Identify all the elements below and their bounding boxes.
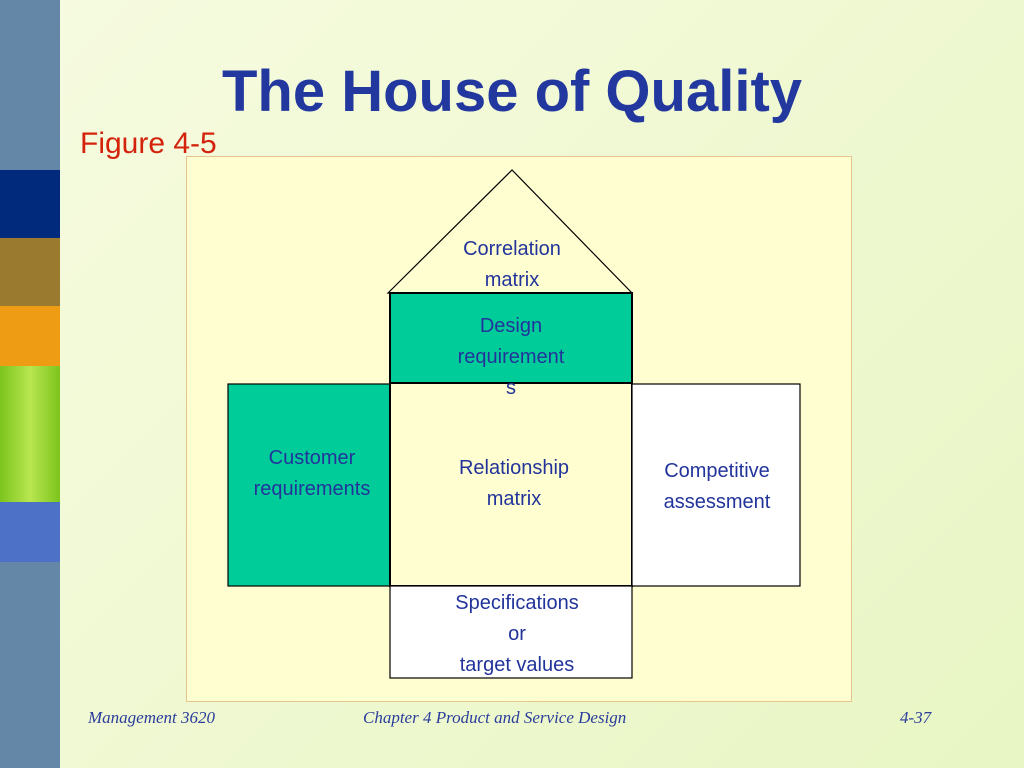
slide-title: The House of Quality	[221, 59, 803, 124]
competitive-assessment-box	[631, 383, 801, 587]
stripe-green	[0, 366, 60, 502]
specifications-label: Specifications or target values	[455, 592, 579, 676]
stripe-blue	[0, 502, 60, 562]
stripe-orange	[0, 306, 60, 366]
footer-course: Management 3620	[88, 708, 216, 727]
competitive-assessment-label: Competitive assessment	[663, 460, 771, 513]
relationship-matrix-box	[389, 382, 633, 587]
figure-label: Figure 4-5	[80, 127, 217, 160]
footer-page-number: 4-37	[900, 708, 932, 727]
footer-chapter: Chapter 4 Product and Service Design	[363, 708, 627, 727]
stripe-slate-bottom	[0, 562, 60, 768]
stripe-slate-top	[0, 0, 60, 170]
design-requirements-label: Design requirement s	[457, 315, 565, 399]
customer-requirements-box	[227, 383, 391, 587]
specifications-box	[389, 585, 633, 679]
stripe-olive	[0, 238, 60, 306]
customer-requirements-label: Customer requirements	[253, 447, 371, 500]
decorative-stripe-bar	[0, 0, 60, 768]
design-requirements-box	[389, 292, 633, 384]
correlation-matrix-label: Correlation matrix	[463, 238, 561, 291]
relationship-matrix-label: Relationship matrix	[458, 457, 570, 510]
stripe-navy	[0, 170, 60, 238]
